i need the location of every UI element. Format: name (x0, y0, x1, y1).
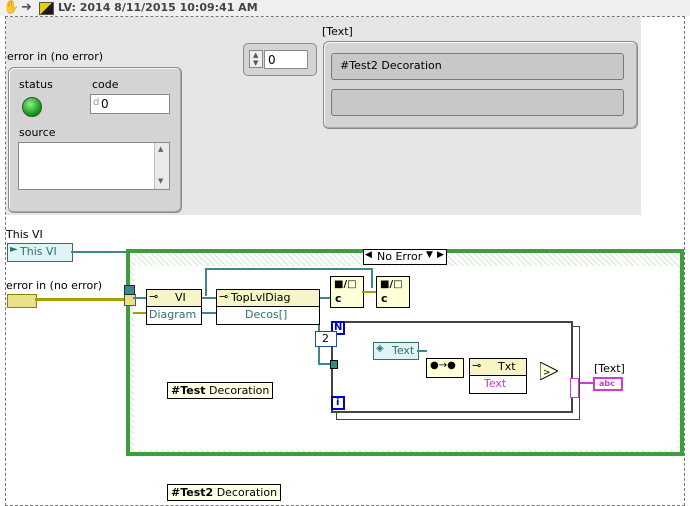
compare-icon: > (539, 361, 560, 381)
toplvl-node-class: TopLvlDiag (231, 291, 291, 304)
property-node-icon: ⊸ (149, 290, 159, 303)
ref-wire (318, 297, 330, 299)
error-wire (35, 298, 127, 301)
source-scrollbar[interactable]: ▲ ▼ (154, 143, 169, 189)
status-led[interactable] (22, 97, 42, 117)
ref-wire (205, 268, 373, 270)
property-node-icon: ⊸ (472, 359, 482, 372)
text-class-icon: ◈ (376, 343, 384, 354)
case-next-icon[interactable]: ▶ (437, 250, 444, 260)
txt-property-node[interactable]: ⊸ Txt Text (469, 358, 527, 394)
close-ref-icon: ■/□ (334, 279, 357, 290)
vi-icon (39, 2, 54, 15)
this-vi-ref-text: This VI (20, 245, 57, 258)
code-value: 0 (101, 97, 109, 111)
case-selector-terminal (124, 294, 136, 306)
toplvl-node-prop: Decos[] (245, 308, 288, 321)
output-indicator[interactable]: abc (593, 377, 623, 391)
svg-text:>: > (543, 368, 551, 378)
ref-wire (133, 297, 147, 299)
output-indicator-label: [Text] (594, 362, 625, 375)
index-value: 0 (268, 53, 276, 67)
source-label: source (19, 126, 56, 139)
txt-node-header (470, 359, 526, 376)
code-label: code (92, 78, 119, 91)
deco-bold: #Test2 (171, 486, 214, 499)
string-wire (576, 382, 594, 384)
loop-count-constant[interactable]: 2 (315, 331, 337, 347)
text-class-text: Text (392, 344, 415, 357)
deco-rest: Decoration (209, 384, 270, 397)
free-label-test[interactable]: #Test Decoration (167, 382, 274, 399)
toolbar: ✋ ➜ LV: 2014 8/11/2015 10:09:41 AM (0, 0, 690, 16)
property-node-icon: ⊸ (219, 290, 229, 303)
status-label: status (19, 78, 53, 91)
text-array-label: [Text] (322, 25, 353, 38)
close-ref-icon: ■/□ (380, 279, 403, 290)
text-array-item[interactable] (331, 89, 624, 116)
window-title: LV: 2014 8/11/2015 10:09:41 AM (58, 1, 258, 14)
ref-wire (199, 312, 217, 314)
txt-node-prop: Text (484, 377, 507, 390)
ref-wire (417, 350, 427, 352)
index-value-field[interactable]: 0 (264, 50, 308, 69)
to-more-specific-class-node[interactable]: ●→● (426, 358, 464, 378)
source-field[interactable]: ▲ ▼ (18, 142, 170, 190)
this-vi-label: This VI (6, 228, 43, 241)
close-reference-node[interactable]: ■/□ c (376, 276, 410, 308)
loop-count-value: 2 (322, 332, 329, 345)
text-array-item-text: #Test2 Decoration (340, 59, 442, 72)
specific-class-icon: ●→● (430, 360, 456, 371)
vi-node-prop: Diagram (149, 308, 197, 321)
txt-node-class: Txt (498, 360, 516, 373)
case-selector-text: No Error (377, 250, 423, 263)
ref-tunnel (124, 285, 135, 295)
deco-rest: Decoration (216, 486, 278, 499)
case-dropdown-icon[interactable]: ▼ (426, 250, 433, 260)
close-ref-c: c (381, 292, 388, 305)
scroll-down-icon[interactable]: ▼ (158, 177, 164, 185)
close-ref-c: c (335, 292, 342, 305)
error-in-label: error in (no error) (7, 50, 104, 63)
error-in-terminal[interactable] (7, 294, 37, 308)
ref-wire (371, 268, 373, 288)
arrow-icon[interactable]: ➜ (21, 0, 32, 15)
this-vi-ref[interactable]: ► This VI (7, 243, 73, 262)
vi-node-header (147, 290, 201, 307)
error-in-diagram-label: error in (no error) (6, 279, 103, 292)
ref-wire (205, 268, 207, 296)
loop-count-label: N (334, 322, 343, 333)
code-radix: d (93, 97, 100, 108)
toplvl-node-header (217, 290, 319, 307)
loop-iteration-terminal: i (331, 396, 345, 410)
free-label-test2[interactable]: #Test2 Decoration (167, 484, 282, 501)
auto-index-tunnel (330, 360, 338, 369)
code-field[interactable]: d 0 (90, 94, 170, 114)
vi-ref-icon: ► (10, 244, 18, 255)
case-prev-icon[interactable]: ◀ (365, 250, 372, 260)
toplvldiag-property-node[interactable]: ⊸ TopLvlDiag Decos[] (216, 289, 320, 325)
output-tunnel (570, 378, 579, 398)
text-class-constant[interactable]: ◈ Text (373, 342, 419, 360)
increment-icon: ▲ (253, 51, 259, 59)
output-indicator-text: abc (599, 379, 615, 388)
index-increment[interactable]: ▲ ▼ (249, 50, 263, 68)
vi-property-node[interactable]: ⊸ VI Diagram (146, 289, 202, 325)
close-reference-node[interactable]: ■/□ c (330, 276, 364, 308)
decrement-icon: ▼ (253, 59, 259, 67)
text-array-item[interactable]: #Test2 Decoration (331, 53, 624, 80)
ref-wire (71, 251, 128, 253)
scroll-up-icon[interactable]: ▲ (158, 145, 164, 153)
hand-icon[interactable]: ✋ (3, 0, 20, 15)
error-wire (133, 312, 147, 314)
greater-than-node[interactable]: > (539, 361, 560, 381)
ref-wire (199, 297, 217, 299)
error-wire (362, 291, 376, 293)
loop-iteration-label: i (336, 397, 340, 408)
vi-node-class: VI (175, 291, 186, 304)
case-selector[interactable]: ◀ No Error ▼ ▶ (363, 249, 447, 265)
deco-bold: #Test (171, 384, 206, 397)
